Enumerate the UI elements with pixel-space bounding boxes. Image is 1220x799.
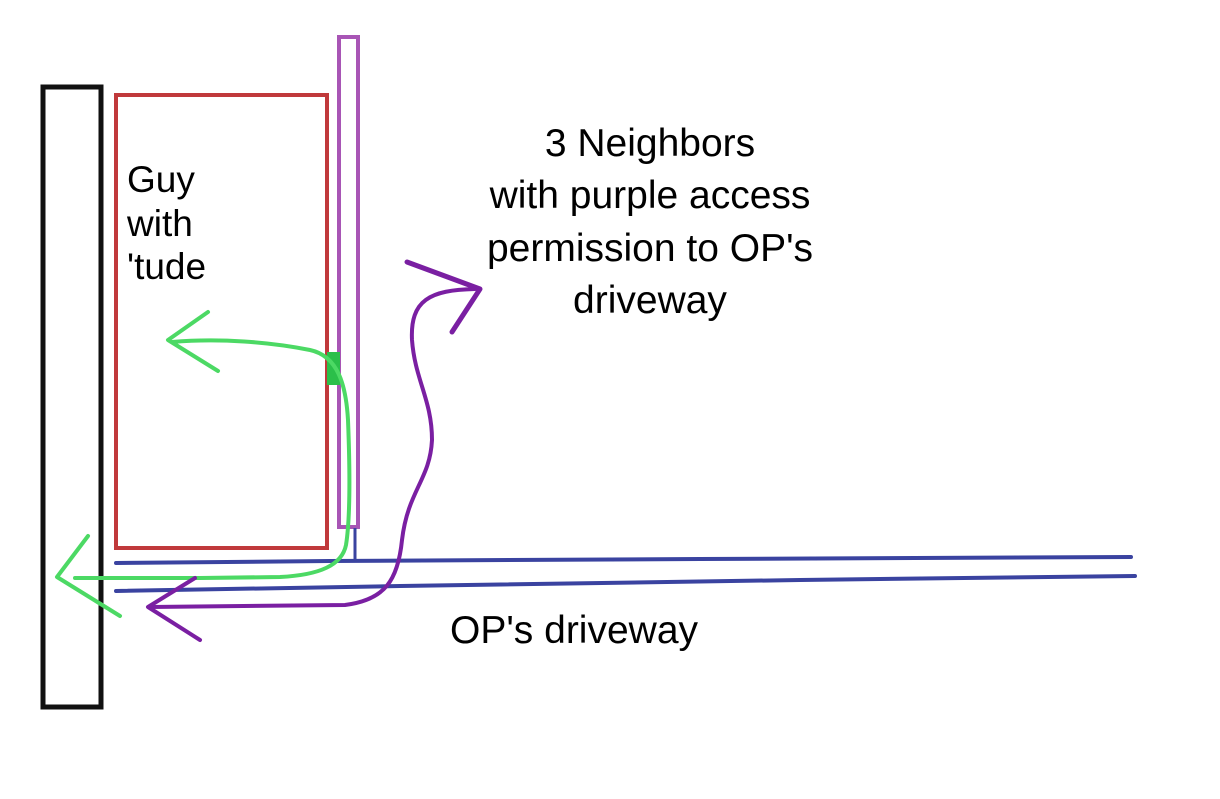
neighbors-label-line-2: with purple access [489, 174, 811, 218]
guy-lot-rectangle [114, 93, 329, 550]
driveway-line-top [114, 555, 1133, 565]
driveway-label: OP's driveway [450, 609, 699, 652]
neighbors-label-line-3: permission to OP's [486, 226, 814, 270]
guy-with-tude-label: Guy with 'tude [127, 158, 206, 289]
purple-path [148, 287, 477, 609]
green-arrowhead-lower [55, 534, 122, 618]
neighbors-label-line-1: 3 Neighbors [544, 122, 756, 165]
green-path [73, 338, 352, 580]
neighbors-label: 3 Neighbors with purple access permissio… [400, 118, 900, 327]
road-rectangle [40, 84, 104, 710]
guy-label-line-3: 'tude [127, 246, 207, 288]
purple-arrowhead-upper [404, 259, 483, 335]
green-arrowhead-upper [166, 310, 220, 373]
guy-label-line-1: Guy [127, 159, 195, 200]
neighbors-label-line-4: driveway [573, 278, 727, 322]
driveway-line-bottom [114, 574, 1137, 593]
purple-arrowhead-lower [146, 576, 202, 642]
guy-label-line-2: with [127, 202, 193, 244]
